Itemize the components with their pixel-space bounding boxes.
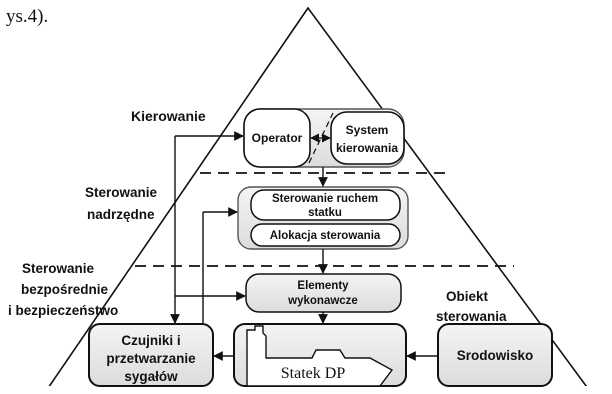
level-bezposrednie-label-3: i bezpieczeństwo [8, 303, 118, 318]
level-bezposrednie-label-2: bezpośrednie [21, 282, 109, 297]
czujniki-box [88, 323, 214, 387]
elementy-label-2: wykonawcze [287, 295, 358, 307]
level-obiekt-label-2: sterowania [436, 309, 507, 324]
alokacja-label: Alokacja sterowania [270, 230, 381, 242]
srodowisko-box [437, 323, 553, 387]
ruch-label-1: Sterowanie ruchem [272, 193, 378, 205]
ruch-box [250, 189, 401, 221]
elementy-label-1: Elementy [297, 280, 349, 292]
pyramid-base-mask [0, 386, 612, 394]
level-obiekt-label-1: Obiekt [446, 289, 489, 304]
level-nadrzedne-label-1: Sterowanie [85, 185, 158, 200]
operator-label: Operator [252, 131, 303, 145]
pyramid-outline [43, 6, 593, 394]
czujniki-label-1: Czujniki i [121, 333, 180, 348]
ship-icon [246, 325, 394, 387]
system-label-1: System [346, 123, 389, 137]
system-box [330, 111, 405, 165]
level-bezposrednie-label-1: Sterowanie [22, 261, 95, 276]
caption-fragment: ys.4). [6, 6, 48, 27]
statek-label: Statek DP [281, 365, 346, 382]
level-nadrzedne-label-2: nadrzędne [87, 207, 155, 222]
srodowisko-label: Srodowisko [457, 348, 534, 363]
level-kierowanie-label: Kierowanie [131, 108, 206, 124]
system-label-2: kierowania [336, 141, 398, 155]
operator-box [243, 108, 311, 168]
alokacja-box [250, 223, 401, 247]
ruch-label-2: statku [308, 207, 342, 219]
czujniki-label-2: przetwarzanie [106, 351, 196, 366]
czujniki-label-3: sygałów [124, 369, 178, 384]
